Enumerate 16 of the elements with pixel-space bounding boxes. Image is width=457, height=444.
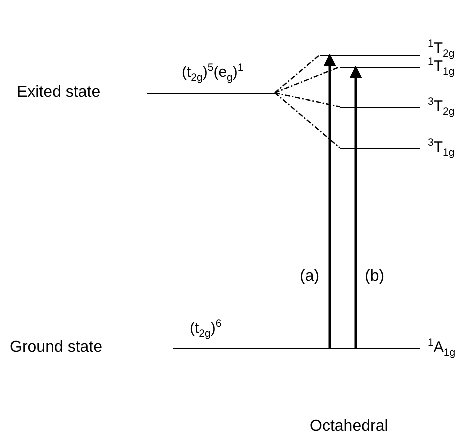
symmetry-label: Octahedral (310, 418, 388, 436)
term-symbol: $^{3}$T$_{2g}$ (428, 96, 455, 118)
edge-label: (a) (300, 268, 320, 286)
correlation-line (274, 54, 320, 94)
term-symbol: $^{3}$T$_{1g}$ (428, 137, 455, 159)
state-label: Ground state (10, 339, 102, 357)
state-label: Exited state (17, 84, 101, 102)
correlation-line (274, 92, 340, 108)
term-symbol: (t$_{2g}$)$^{5}$(e$_{g}$)$^{1}$ (182, 62, 244, 84)
transition-arrow (324, 54, 336, 348)
edge-label: (b) (365, 268, 385, 286)
term-symbol: $^{1}$A$_{1g}$ (428, 337, 456, 359)
transition-arrow (350, 66, 362, 348)
term-symbol: (t$_{2g}$)$^{6}$ (190, 318, 222, 340)
correlation-line (274, 92, 340, 148)
correlation-line (274, 66, 340, 94)
